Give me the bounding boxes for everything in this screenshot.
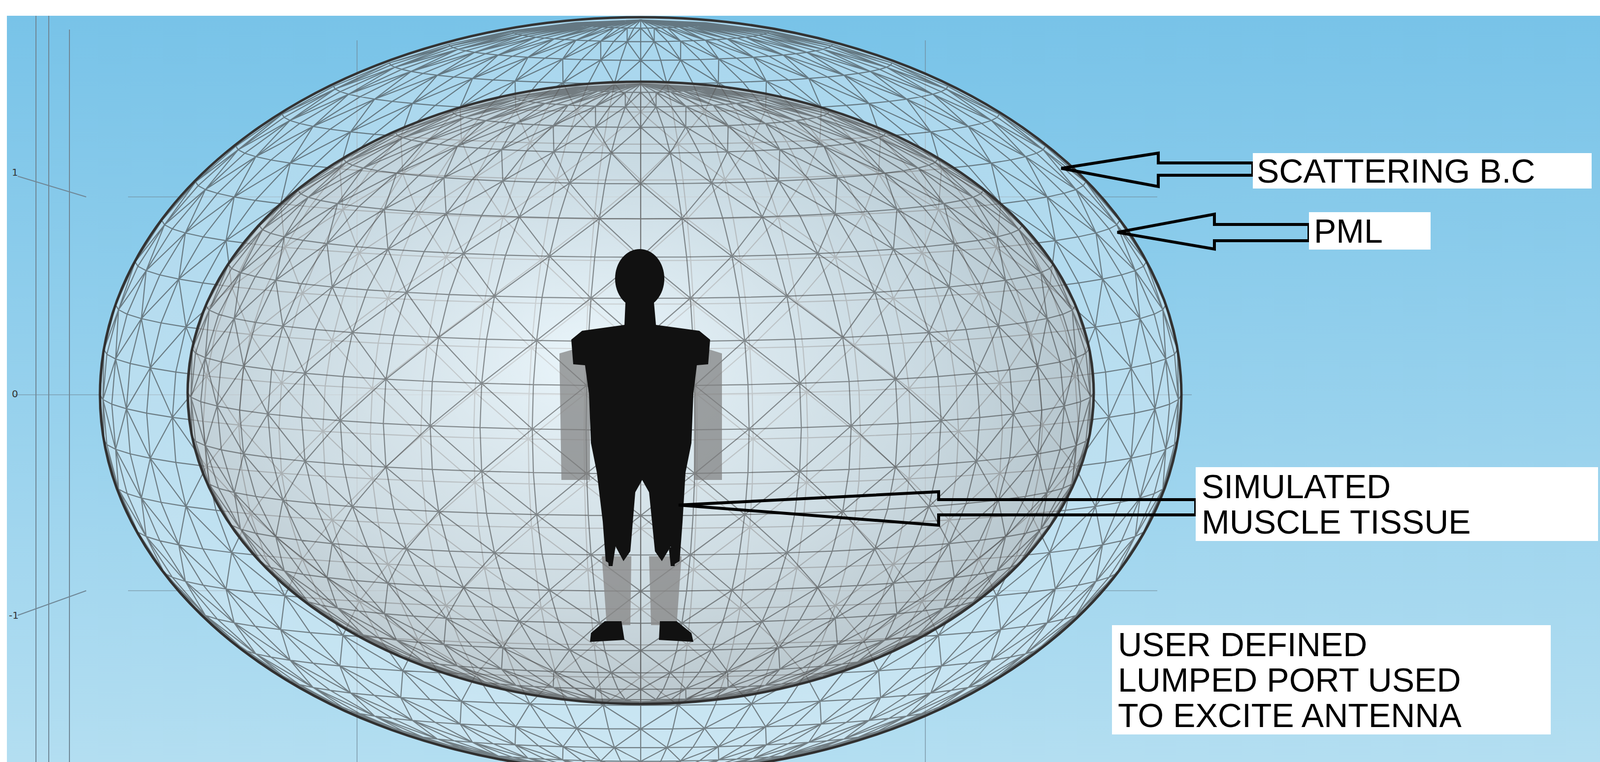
callout-text: SIMULATED MUSCLE TISSUE — [1201, 468, 1522, 540]
callout-box: SIMULATED MUSCLE TISSUE — [1195, 467, 1599, 542]
mesh-lines — [99, 20, 1182, 762]
axis-tick — [17, 590, 87, 616]
callout-box: PML — [1308, 212, 1431, 250]
axis-tick — [17, 176, 87, 197]
lower-leg — [601, 556, 682, 626]
mesh-lines — [187, 84, 1094, 705]
pml-boundary — [187, 81, 1094, 705]
inner-mesh — [187, 84, 1094, 705]
callout-box: USER DEFINED LUMPED PORT USED TO EXCITE … — [1111, 625, 1551, 735]
axis-label: -1 — [8, 609, 19, 622]
torso-legs — [571, 302, 711, 566]
callout-arrow — [1117, 214, 1309, 250]
axis-label: 0 — [11, 388, 19, 400]
callout-text: USER DEFINED LUMPED PORT USED TO EXCITE … — [1117, 626, 1488, 734]
callout-box: SCATTERING B.C — [1252, 153, 1592, 189]
leg-connector — [606, 547, 676, 567]
head — [615, 249, 665, 309]
callout-arrow — [678, 491, 1196, 526]
scattering-boundary — [99, 17, 1182, 762]
callout-arrow — [1061, 153, 1253, 187]
axis-line — [48, 15, 50, 762]
foot — [589, 621, 694, 643]
human-body-model — [559, 249, 722, 643]
outer-mesh — [99, 20, 1182, 762]
axis-line — [35, 15, 37, 762]
callout-text: PML — [1313, 213, 1426, 249]
axis-line — [68, 29, 70, 762]
callout-text: SCATTERING B.C — [1256, 153, 1587, 189]
axis-label: 1 — [11, 166, 19, 179]
